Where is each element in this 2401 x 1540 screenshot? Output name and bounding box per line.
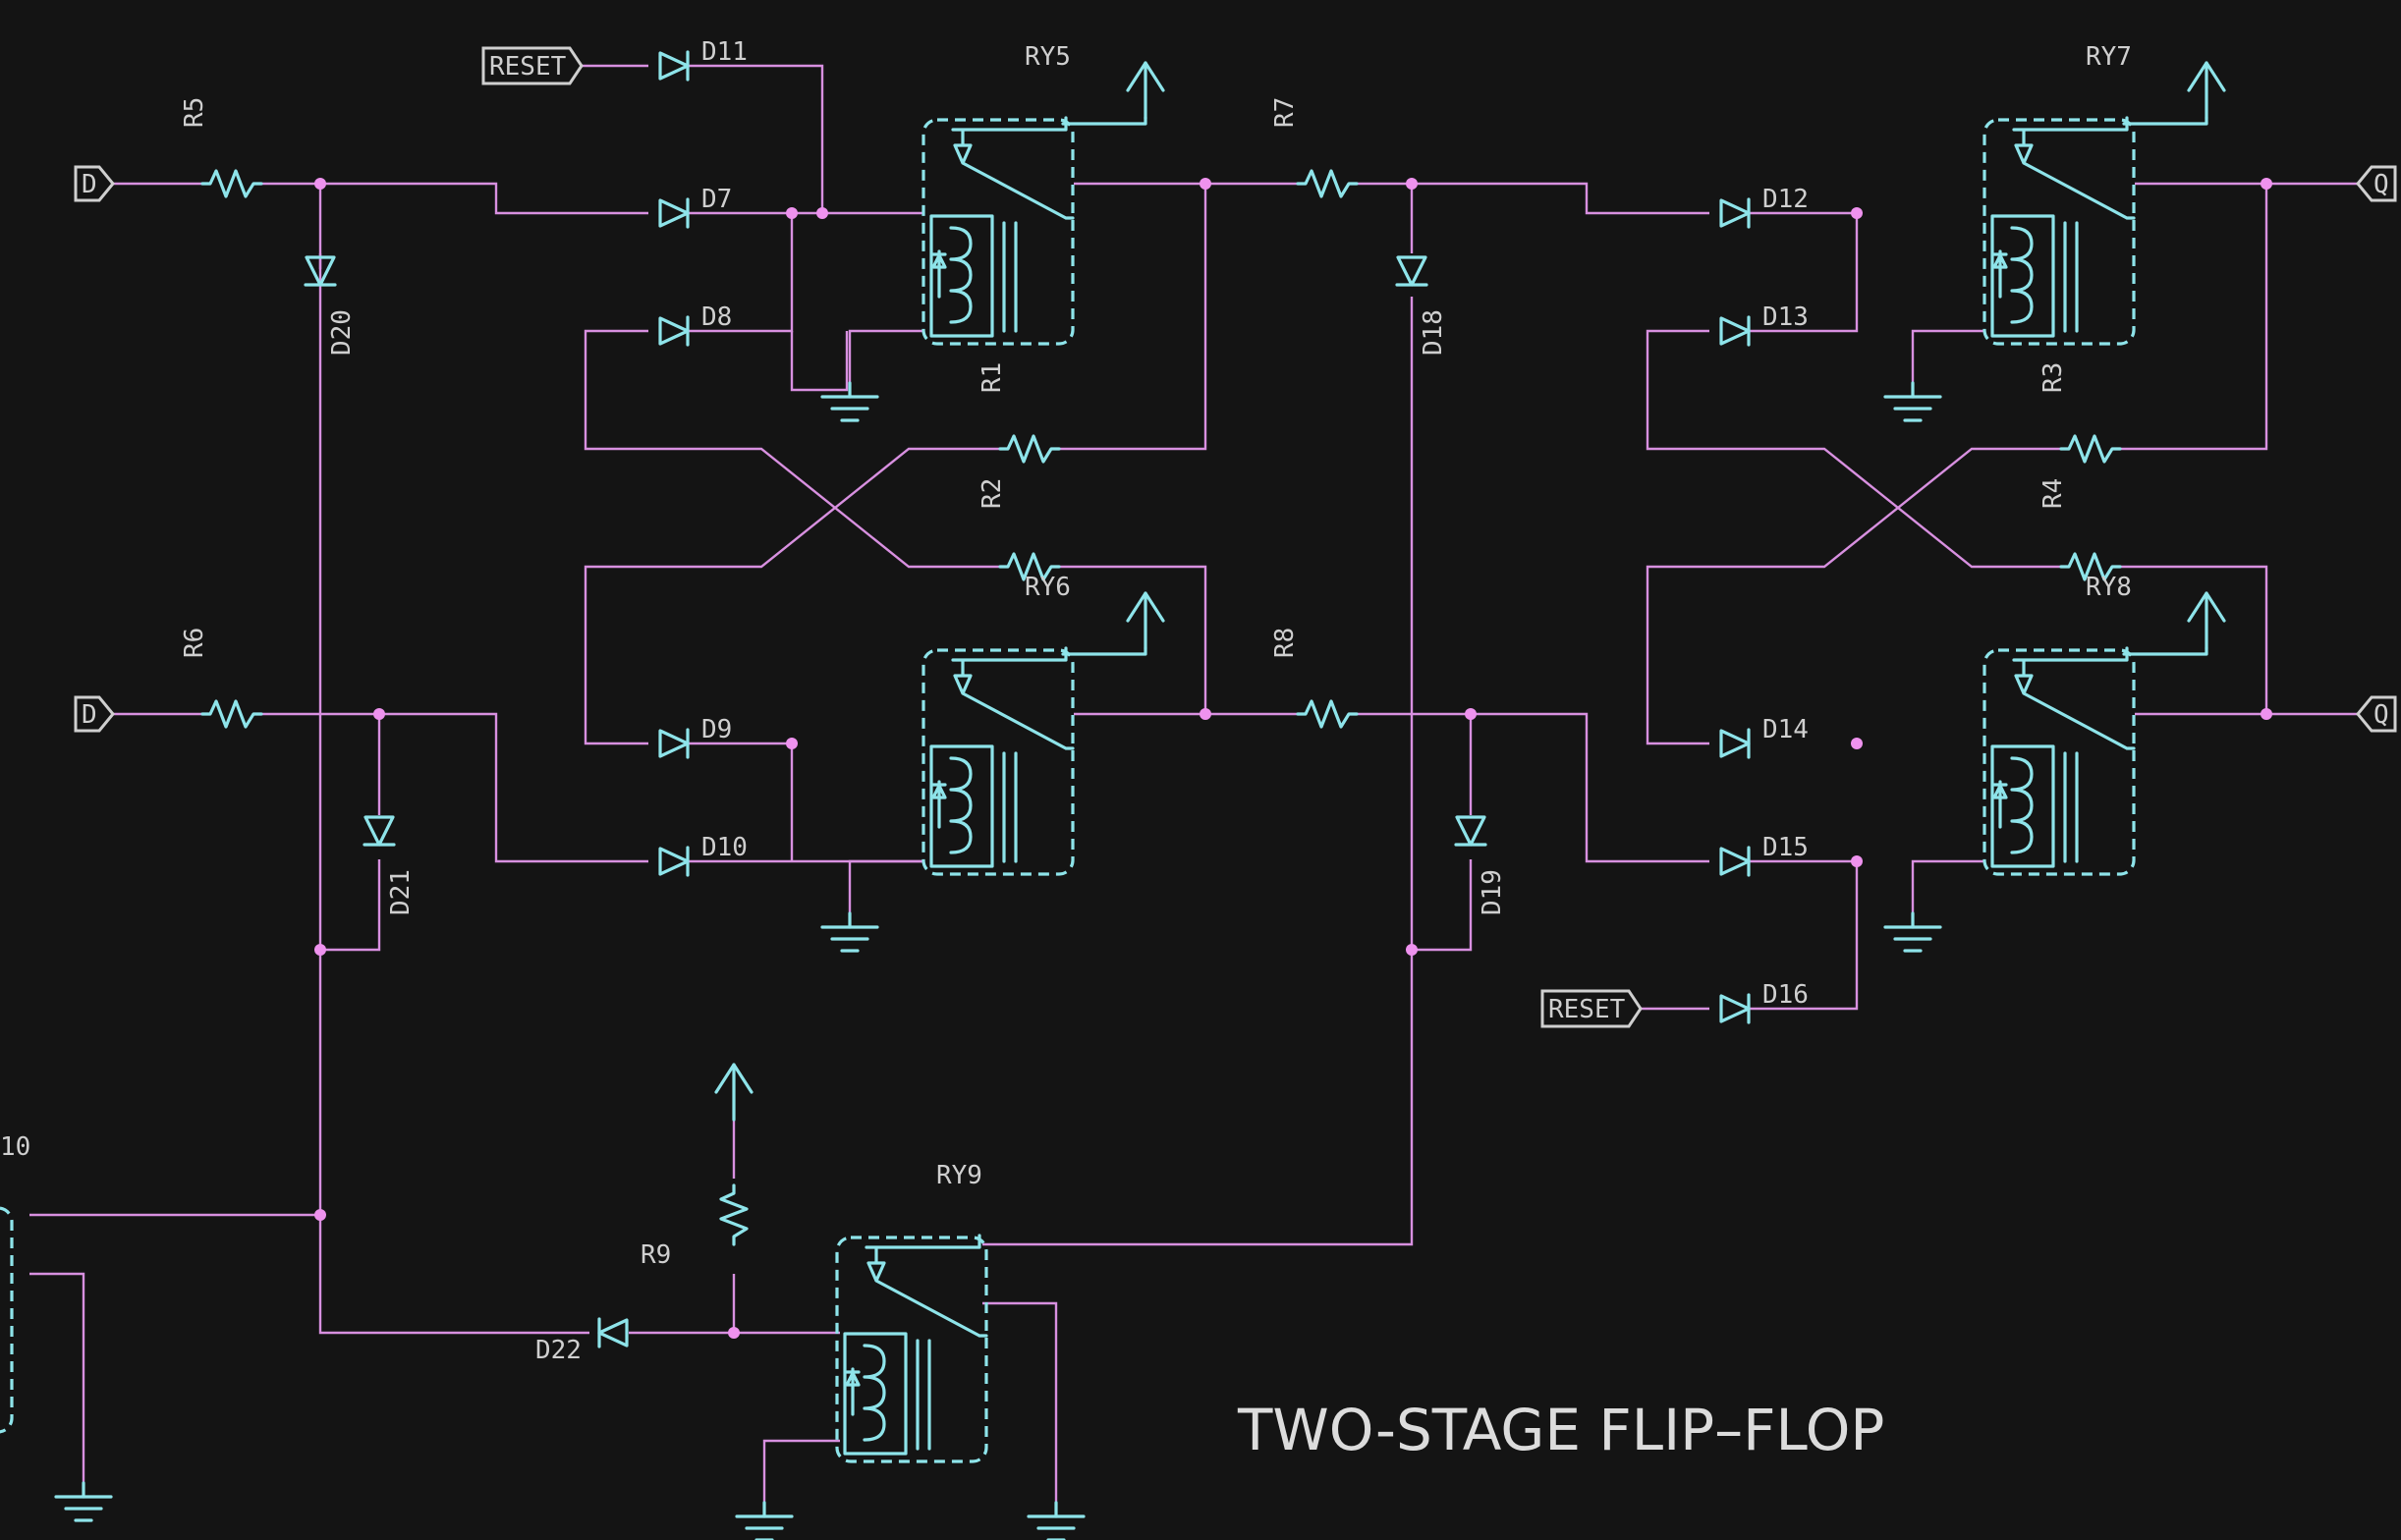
resistor-r9 <box>719 1183 749 1246</box>
label-r1: R1 <box>977 362 1007 393</box>
diode-d12 <box>1719 197 1751 229</box>
label-d10: D10 <box>701 833 748 862</box>
label-r8: R8 <box>1270 628 1300 658</box>
port-q-bottom-label: Q <box>2373 700 2389 730</box>
relay-ry7 <box>1982 116 2136 346</box>
diode-d18 <box>1395 255 1428 287</box>
diode-d11 <box>658 50 690 82</box>
label-r9: R9 <box>641 1240 671 1270</box>
label-r6: R6 <box>180 628 209 658</box>
label-d12: D12 <box>1762 185 1809 214</box>
resistor-r4a <box>2059 434 2122 464</box>
port-d-bottom[interactable]: D <box>74 695 115 733</box>
port-q-bottom[interactable]: Q <box>2356 695 2397 733</box>
diode-d8 <box>658 315 690 347</box>
diode-d19 <box>1454 815 1487 847</box>
diode-d10 <box>658 846 690 877</box>
vcc-r9 <box>714 1063 754 1122</box>
label-r2: R2 <box>977 478 1007 509</box>
diagram-title: TWO-STAGE FLIP–FLOP <box>1237 1397 1884 1463</box>
port-reset-bottom-label: RESET <box>1548 995 1626 1024</box>
relay-ry5 <box>921 116 1075 346</box>
label-d22: D22 <box>535 1336 582 1365</box>
port-d-bottom-label: D <box>82 700 97 730</box>
diode-d16 <box>1719 993 1751 1024</box>
resistor-r2a <box>998 434 1061 464</box>
diode-d9 <box>658 728 690 759</box>
label-r7: R7 <box>1270 97 1300 128</box>
label-ry7: RY7 <box>2086 42 2132 72</box>
relay-ry8 <box>1982 646 2136 876</box>
label-d8: D8 <box>701 302 732 332</box>
label-d20: D20 <box>327 309 357 356</box>
port-q-top[interactable]: Q <box>2356 165 2397 202</box>
ground-ry9-a <box>735 1501 794 1540</box>
label-ry6: RY6 <box>1025 573 1071 602</box>
resistor-r7 <box>1296 169 1359 198</box>
label-ry8: RY8 <box>2086 573 2132 602</box>
label-r3: R3 <box>2038 362 2068 393</box>
label-d19: D19 <box>1478 869 1507 915</box>
vcc-ry7 <box>2187 61 2226 120</box>
label-r5: R5 <box>180 97 209 128</box>
label-d9: D9 <box>701 715 732 744</box>
diode-d13 <box>1719 315 1751 347</box>
ground-ry7 <box>1883 381 1942 422</box>
vcc-ry6 <box>1126 591 1165 650</box>
label-ry5: RY5 <box>1025 42 1071 72</box>
label-r4: R4 <box>2038 478 2068 509</box>
vcc-ry5 <box>1126 61 1165 120</box>
label-d11: D11 <box>701 37 748 67</box>
wire-network <box>29 64 2358 1503</box>
ground-ry8 <box>1883 911 1942 953</box>
resistor-r6 <box>200 699 263 729</box>
label-d7: D7 <box>701 185 732 214</box>
port-q-top-label: Q <box>2373 170 2389 199</box>
ground-ry10 <box>54 1481 113 1522</box>
port-d-top[interactable]: D <box>74 165 115 202</box>
label-d14: D14 <box>1762 715 1809 744</box>
relay-ry9 <box>835 1234 988 1463</box>
label-d16: D16 <box>1762 980 1809 1010</box>
diode-d14 <box>1719 728 1751 759</box>
resistor-r8 <box>1296 699 1359 729</box>
ground-ry5 <box>820 381 879 422</box>
vcc-ry8 <box>2187 591 2226 650</box>
diode-d22 <box>597 1317 629 1348</box>
ground-ry6 <box>820 911 879 953</box>
port-reset-top-label: RESET <box>489 52 567 82</box>
diode-d15 <box>1719 846 1751 877</box>
diode-d7 <box>658 197 690 229</box>
junction-dots <box>314 178 2272 1339</box>
port-d-top-label: D <box>82 170 97 199</box>
port-reset-bottom[interactable]: RESET <box>1540 989 1643 1028</box>
label-d18: D18 <box>1419 309 1448 356</box>
label-ry10-partial: 10 <box>0 1132 30 1162</box>
relay-ry6 <box>921 646 1075 876</box>
relay-ry10-partial <box>0 1206 14 1434</box>
label-ry9: RY9 <box>936 1161 982 1190</box>
diode-d21 <box>363 815 396 847</box>
label-d21: D21 <box>386 869 416 915</box>
resistor-r5 <box>200 169 263 198</box>
label-d15: D15 <box>1762 833 1809 862</box>
label-d13: D13 <box>1762 302 1809 332</box>
port-reset-top[interactable]: RESET <box>481 46 584 85</box>
ground-ry9-b <box>1027 1501 1086 1540</box>
